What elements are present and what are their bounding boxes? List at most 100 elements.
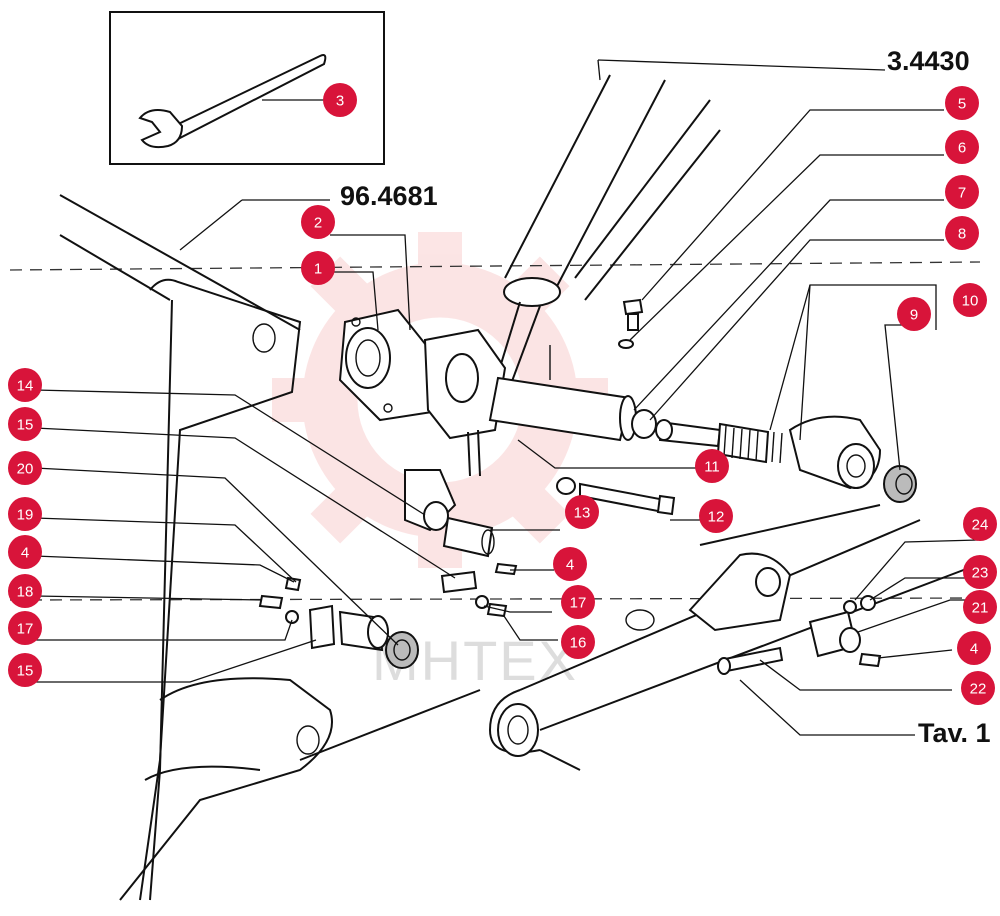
callout-marker <box>301 205 335 239</box>
callout-number: 4 <box>970 641 978 658</box>
callout-marker <box>561 625 595 659</box>
callout-4: 4 <box>957 631 991 665</box>
callout-number: 11 <box>704 459 720 476</box>
callout-10: 10 <box>953 283 987 317</box>
assembly-code-label: 96.4681 <box>340 181 438 211</box>
callout-number: 13 <box>574 505 591 522</box>
callout-number: 20 <box>17 461 34 478</box>
callout-number: 21 <box>972 600 989 617</box>
callout-17: 17 <box>8 611 42 645</box>
callout-marker <box>953 283 987 317</box>
callout-number: 15 <box>17 663 34 680</box>
callout-18: 18 <box>8 574 42 608</box>
callout-marker <box>561 585 595 619</box>
callout-number: 2 <box>314 215 322 232</box>
callout-marker <box>961 671 995 705</box>
callout-marker <box>945 216 979 250</box>
table-label: Tav. 1 <box>918 718 991 748</box>
lower-link-arm <box>404 469 495 558</box>
callout-4: 4 <box>8 535 42 569</box>
callout-24: 24 <box>963 507 997 541</box>
callout-marker <box>897 297 931 331</box>
callout-7: 7 <box>945 175 979 209</box>
callout-3: 3 <box>323 83 357 117</box>
wrench-icon <box>138 54 327 149</box>
callout-15: 15 <box>8 407 42 441</box>
callout-19: 19 <box>8 497 42 531</box>
callout-markers: 1234445678910111213141515161717181920212… <box>8 83 997 705</box>
callout-5: 5 <box>945 86 979 120</box>
callout-6: 6 <box>945 130 979 164</box>
callout-marker <box>963 507 997 541</box>
callout-marker <box>8 368 42 402</box>
callout-marker <box>8 653 42 687</box>
callout-number: 4 <box>21 545 29 562</box>
tractor-frame-plate <box>59 194 481 901</box>
wrench-inset-box <box>109 11 385 165</box>
callout-number: 12 <box>708 509 725 526</box>
callout-14: 14 <box>8 368 42 402</box>
callout-number: 4 <box>566 557 574 574</box>
callout-11: 11 <box>695 449 729 483</box>
callout-marker <box>945 175 979 209</box>
callout-marker <box>945 86 979 120</box>
callout-20: 20 <box>8 451 42 485</box>
callout-marker <box>699 499 733 533</box>
tool-code-label: 3.4430 <box>887 46 970 76</box>
lower-lift-arm <box>488 504 991 771</box>
callout-21: 21 <box>963 590 997 624</box>
callout-number: 22 <box>970 681 987 698</box>
callout-number: 9 <box>910 307 918 324</box>
callout-22: 22 <box>961 671 995 705</box>
callout-marker <box>323 83 357 117</box>
callout-marker <box>553 547 587 581</box>
callout-marker <box>8 407 42 441</box>
callout-number: 17 <box>17 621 34 638</box>
callout-marker <box>8 451 42 485</box>
callout-number: 15 <box>17 417 34 434</box>
callout-number: 7 <box>958 185 966 202</box>
callout-number: 10 <box>962 293 979 310</box>
callout-13: 13 <box>565 495 599 529</box>
center-line-lower <box>9 597 991 601</box>
callout-23: 23 <box>963 555 997 589</box>
callout-marker <box>8 497 42 531</box>
callout-marker <box>301 251 335 285</box>
callout-8: 8 <box>945 216 979 250</box>
threaded-adjuster <box>716 415 917 503</box>
callout-number: 1 <box>314 261 322 278</box>
callout-2: 2 <box>301 205 335 239</box>
callout-marker <box>963 590 997 624</box>
center-line-upper <box>9 261 981 271</box>
callout-number: 24 <box>972 517 989 534</box>
callout-marker <box>695 449 729 483</box>
callout-number: 16 <box>570 635 587 652</box>
callout-9: 9 <box>897 297 931 331</box>
callout-number: 8 <box>958 226 966 243</box>
leader-lines <box>34 59 982 736</box>
callout-number: 5 <box>958 96 966 113</box>
callout-17: 17 <box>561 585 595 619</box>
callout-number: 23 <box>972 565 989 582</box>
callout-marker <box>8 574 42 608</box>
callout-marker <box>963 555 997 589</box>
callout-15: 15 <box>8 653 42 687</box>
callout-marker <box>957 631 991 665</box>
callout-marker <box>565 495 599 529</box>
callout-number: 17 <box>570 595 587 612</box>
callout-16: 16 <box>561 625 595 659</box>
callout-number: 6 <box>958 140 966 157</box>
callout-4: 4 <box>553 547 587 581</box>
callout-marker <box>945 130 979 164</box>
callout-12: 12 <box>699 499 733 533</box>
flange-block-part-1 <box>338 308 440 422</box>
lift-arm-upper <box>489 74 721 401</box>
small-fasteners <box>258 298 722 650</box>
callout-number: 19 <box>17 507 34 524</box>
callout-number: 3 <box>336 93 344 110</box>
callout-marker <box>8 611 42 645</box>
callout-number: 14 <box>17 378 34 395</box>
callout-1: 1 <box>301 251 335 285</box>
